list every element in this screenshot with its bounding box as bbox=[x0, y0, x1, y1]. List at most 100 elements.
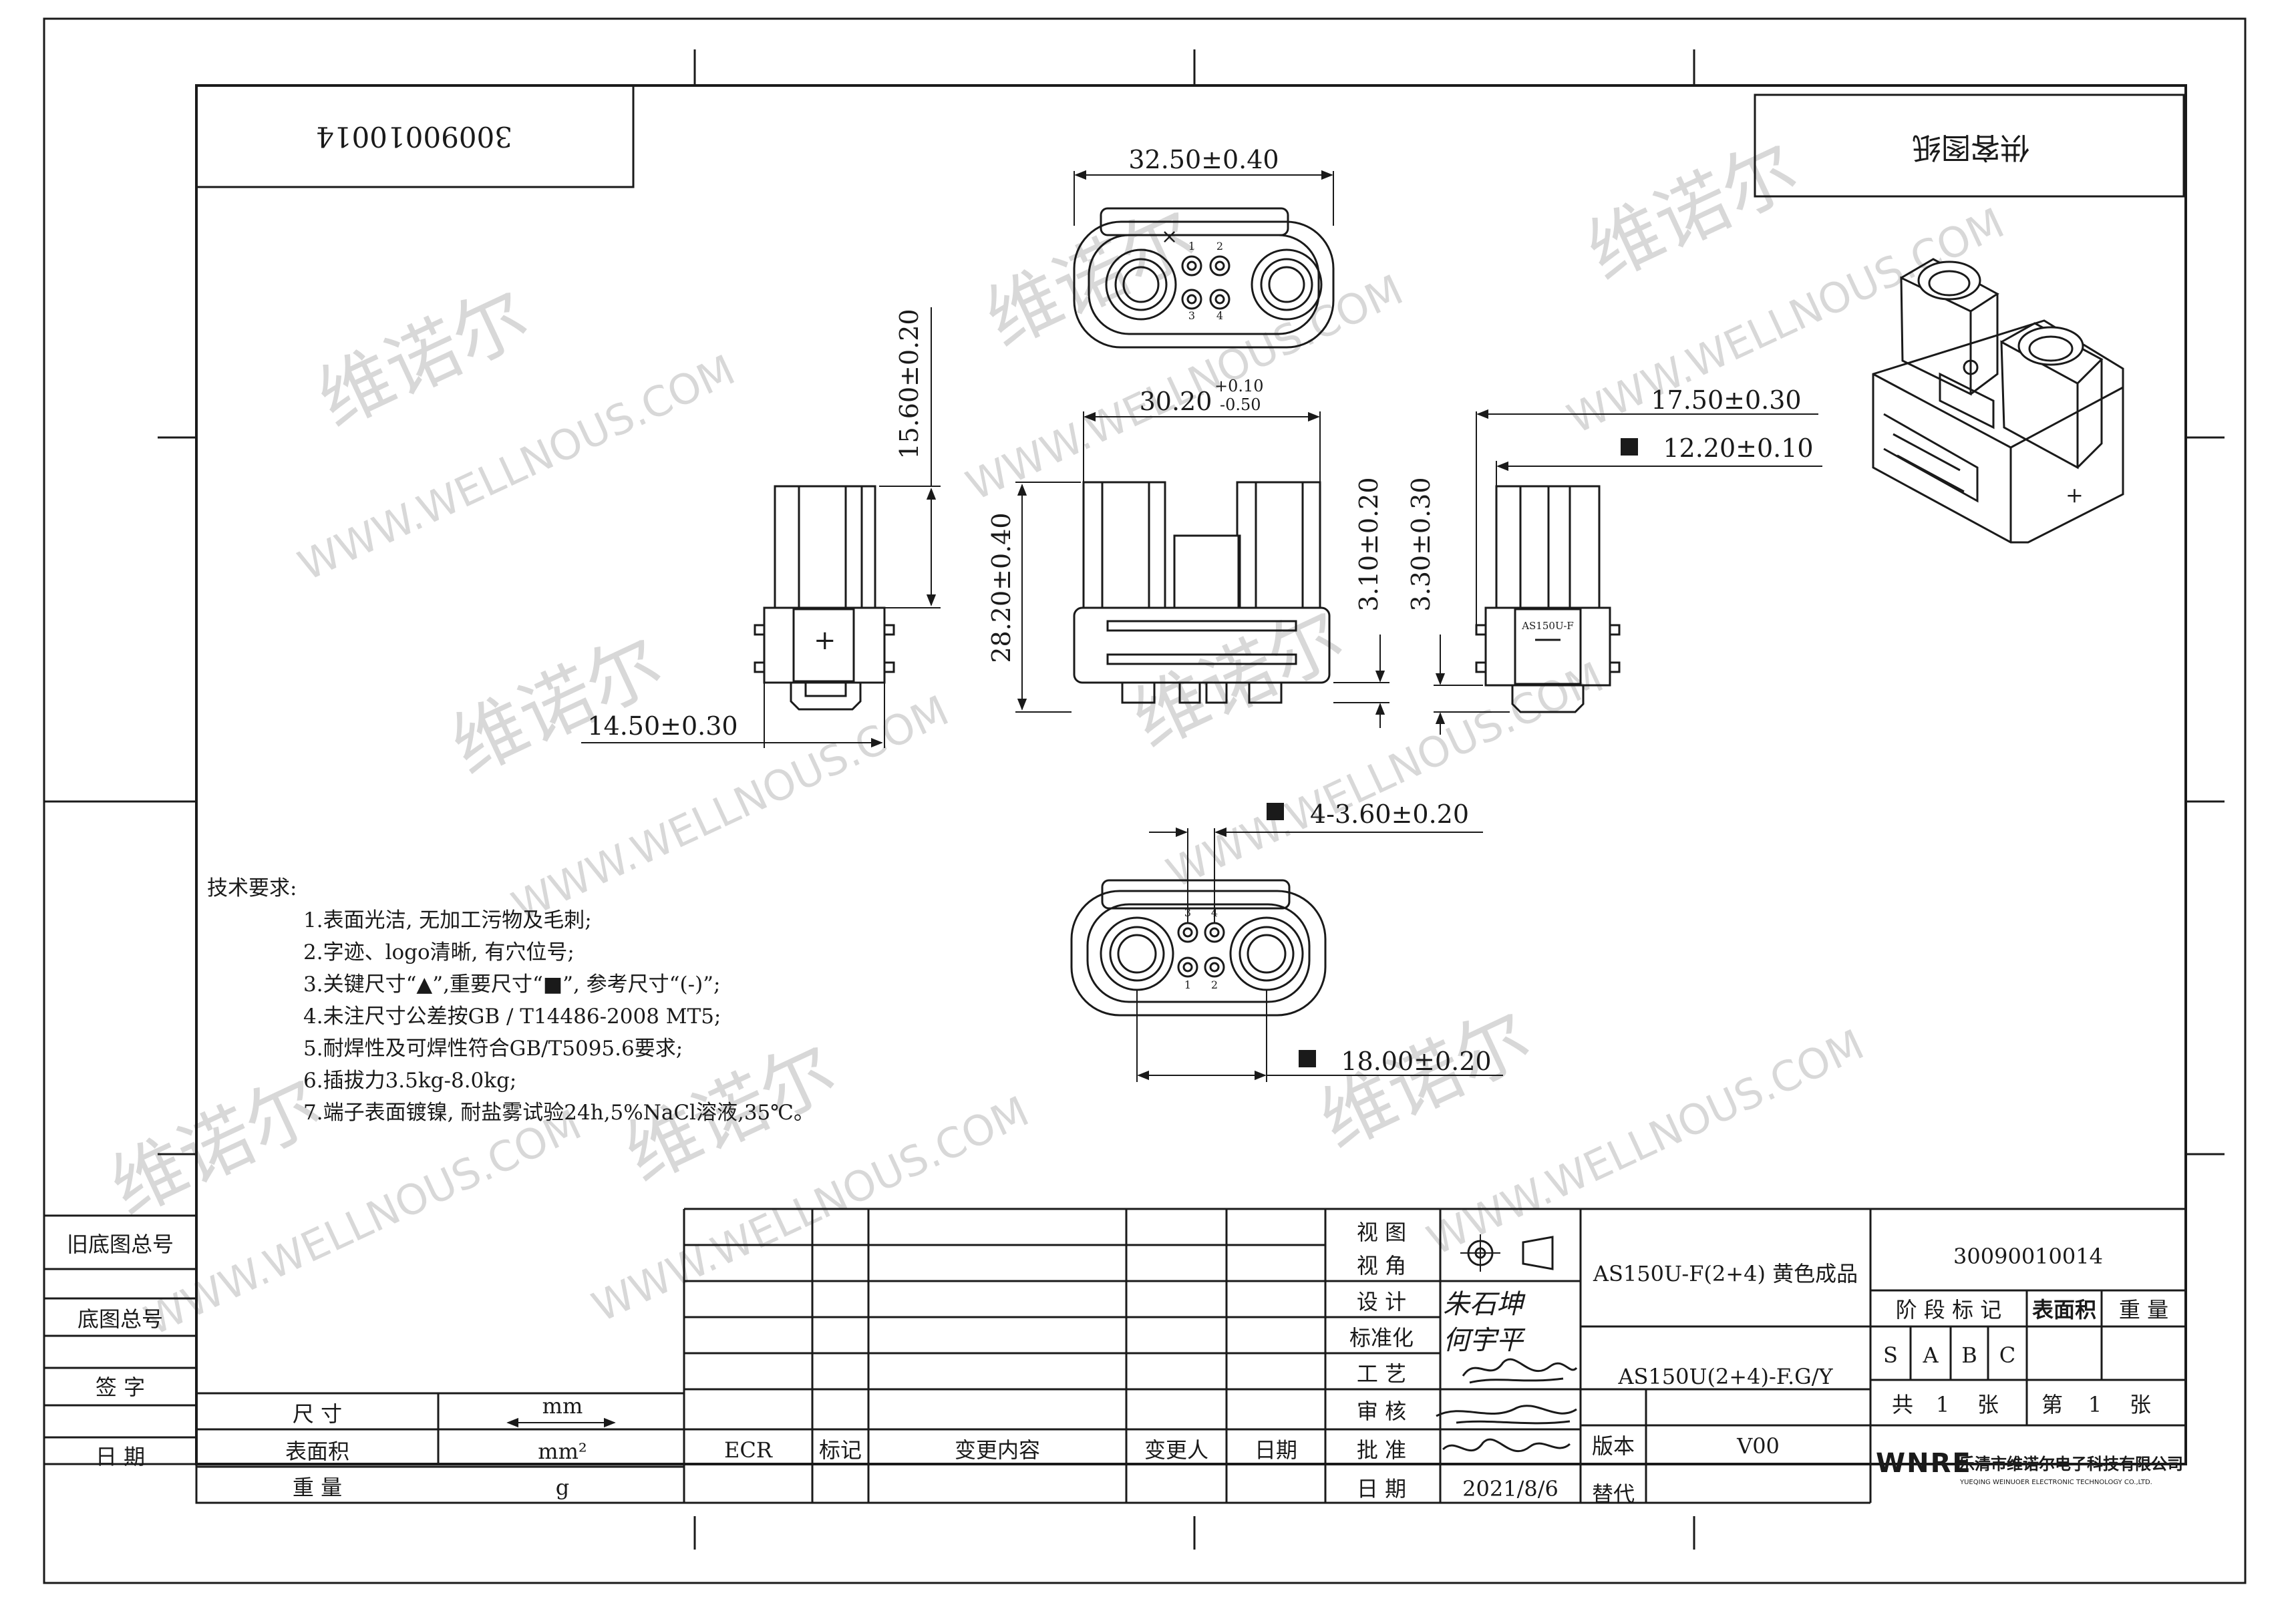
sign-design: 朱石坤 bbox=[1443, 1289, 1526, 1320]
product-block-lower-frame bbox=[683, 1464, 1872, 1504]
dim-right-inner-width: 12.20±0.10 bbox=[1496, 433, 1822, 486]
handwritten-signature-process bbox=[1462, 1358, 1578, 1384]
review-label: 审 核 bbox=[1357, 1399, 1406, 1424]
right-block: 30090010014 阶 段 标 记 表面积 重 量 S A B C 共 1 … bbox=[1876, 1244, 2183, 1486]
cross-mark-icon: × bbox=[1161, 225, 1178, 248]
sheet-frame bbox=[43, 17, 2247, 1584]
dim-side-height: 15.60±0.20 bbox=[879, 307, 941, 608]
requirement-item: 1.表面光洁, 无加工污物及毛刺; bbox=[303, 908, 592, 932]
supply-label-mirrored: 供客图纸 bbox=[1912, 130, 2029, 164]
isometric-view: + bbox=[1872, 258, 2124, 544]
requirements-title: 技术要求: bbox=[207, 876, 297, 900]
pin-label: 2 bbox=[1211, 978, 1218, 991]
important-dim-square-icon bbox=[1267, 803, 1284, 820]
date-label: 日 期 bbox=[96, 1444, 145, 1469]
dim-pin-pitch: 4-3.60±0.20 bbox=[1149, 799, 1483, 923]
dim-front-width: 30.20 +0.10 -0.50 bbox=[1083, 377, 1321, 482]
bottom-view bbox=[1070, 879, 1327, 1017]
sheet-value: 1 bbox=[2088, 1392, 2102, 1417]
requirement-item: 2.字迹、logo清晰, 有穴位号; bbox=[303, 940, 575, 964]
weight-unit: g bbox=[556, 1475, 569, 1500]
watermark-cn: 维诺尔 bbox=[439, 620, 675, 790]
front-view bbox=[1073, 481, 1331, 704]
bottom-view-pin-labels: 3 4 1 2 bbox=[1184, 906, 1218, 991]
left-side-view: + bbox=[754, 485, 895, 711]
pin-label: 4 bbox=[1216, 309, 1223, 322]
watermark-cn: 维诺尔 bbox=[1575, 126, 1810, 296]
plus-icon: + bbox=[2066, 482, 2084, 508]
dim-text: 3.30±0.30 bbox=[1406, 477, 1436, 611]
change-date-label: 日期 bbox=[1255, 1437, 1297, 1463]
area-unit: mm² bbox=[538, 1439, 587, 1464]
watermark-cn: 维诺尔 bbox=[1307, 994, 1543, 1164]
watermark-layer: 维诺尔 WWW.WELLNOUS.COM 维诺尔 WWW.WELLNOUS.CO… bbox=[98, 126, 2011, 1345]
total-value: 1 bbox=[1936, 1392, 1949, 1417]
dim-bottom-span: 18.00±0.20 bbox=[1136, 990, 1503, 1082]
total-label: 共 bbox=[1892, 1392, 1913, 1417]
ecr-label: ECR bbox=[724, 1437, 773, 1463]
doc-number: 30090010014 bbox=[1953, 1244, 2103, 1269]
sheet-unit2: 张 bbox=[2130, 1392, 2151, 1417]
requirement-item: 4.未注尺寸公差按GB / T14486-2008 MT5; bbox=[303, 1005, 721, 1029]
approve-label: 批 准 bbox=[1357, 1437, 1406, 1463]
change-block: ECR 标记 变更内容 变更人 日期 bbox=[724, 1437, 1297, 1463]
units-block: 尺 寸 mm 表面积 mm² 重 量 g bbox=[285, 1393, 616, 1500]
stage-a: A bbox=[1922, 1343, 1939, 1368]
dim-tol-lower: -0.50 bbox=[1220, 395, 1261, 414]
signature-block: 视 图 视 角 设 计 标准化 工 艺 审 核 批 准 日 期 2021/8/6… bbox=[1349, 1220, 1578, 1501]
dim-side-depth: 14.50±0.30 bbox=[581, 683, 885, 748]
size-label: 尺 寸 bbox=[293, 1401, 342, 1427]
date-value: 2021/8/6 bbox=[1462, 1476, 1559, 1501]
sheet-unit: 张 bbox=[1977, 1392, 1999, 1417]
important-dim-square-icon bbox=[1299, 1050, 1316, 1067]
product-name: AS150U-F(2+4) 黄色成品 bbox=[1593, 1261, 1858, 1286]
requirement-item: 5.耐焊性及可焊性符合GB/T5095.6要求; bbox=[303, 1037, 683, 1061]
dim-right-step: 3.30±0.30 bbox=[1406, 477, 1510, 735]
stage-c: C bbox=[1999, 1343, 2015, 1368]
company-name-en: YUEQING WEINUOER ELECTRONIC TECHNOLOGY C… bbox=[1959, 1479, 2152, 1486]
dim-front-height: 28.20±0.40 bbox=[987, 482, 1081, 713]
units-block-frame bbox=[195, 1392, 685, 1504]
important-dim-square-icon bbox=[1621, 438, 1638, 456]
change-content-label: 变更内容 bbox=[955, 1437, 1040, 1463]
doc-number-mirrored: 30090010014 bbox=[316, 120, 512, 153]
top-view-pin-labels: 1 2 3 4 bbox=[1188, 240, 1223, 322]
body-marking: AS150U-F bbox=[1521, 620, 1574, 632]
date-label: 日 期 bbox=[1357, 1476, 1406, 1501]
header-doc-number-box: 30090010014 bbox=[195, 84, 635, 188]
requirement-item: 7.端子表面镀镍, 耐盐雾试验24h,5%NaCl溶液,35℃。 bbox=[303, 1101, 814, 1125]
stage-mark-label: 阶 段 标 记 bbox=[1896, 1297, 2002, 1322]
weight-label: 重 量 bbox=[293, 1475, 342, 1500]
version-value: V00 bbox=[1736, 1433, 1780, 1459]
dim-text: 28.20±0.40 bbox=[987, 512, 1016, 663]
dim-text: 12.20±0.10 bbox=[1663, 433, 1813, 463]
technical-requirements: 技术要求: 1.表面光洁, 无加工污物及毛刺; 2.字迹、logo清晰, 有穴位… bbox=[207, 876, 814, 1125]
surface-area-label: 表面积 bbox=[2032, 1297, 2096, 1322]
watermark-cn: 维诺尔 bbox=[1120, 593, 1356, 763]
pin-label: 2 bbox=[1216, 240, 1223, 252]
dim-text: 30.20 bbox=[1140, 387, 1212, 416]
change-person-label: 变更人 bbox=[1144, 1437, 1208, 1463]
right-side-view bbox=[1475, 485, 1621, 713]
base-no-label: 底图总号 bbox=[77, 1306, 163, 1332]
size-unit: mm bbox=[542, 1393, 583, 1419]
pin-label: 1 bbox=[1184, 978, 1191, 991]
process-label: 工 艺 bbox=[1357, 1361, 1406, 1387]
left-strip: 旧底图总号 底图总号 签 字 日 期 bbox=[43, 1214, 198, 1469]
weight-label: 重 量 bbox=[2119, 1297, 2168, 1322]
company-logo: WNRE bbox=[1876, 1448, 1972, 1479]
header-supply-box: 供客图纸 bbox=[1754, 94, 2185, 198]
mark-label: 标记 bbox=[819, 1437, 862, 1463]
area-label: 表面积 bbox=[285, 1439, 349, 1464]
dim-text: 15.60±0.20 bbox=[894, 309, 924, 459]
projection-symbol-icon bbox=[1460, 1234, 1554, 1272]
angle-label: 视 角 bbox=[1357, 1253, 1406, 1278]
design-label: 设 计 bbox=[1357, 1289, 1406, 1314]
model-number: AS150U(2+4)-F.G/Y bbox=[1617, 1364, 1833, 1389]
sheet-label: 第 bbox=[2041, 1392, 2063, 1417]
stage-s: S bbox=[1883, 1343, 1898, 1368]
signature-label: 签 字 bbox=[96, 1375, 145, 1400]
view-label: 视 图 bbox=[1357, 1220, 1406, 1245]
stage-b: B bbox=[1961, 1343, 1977, 1368]
